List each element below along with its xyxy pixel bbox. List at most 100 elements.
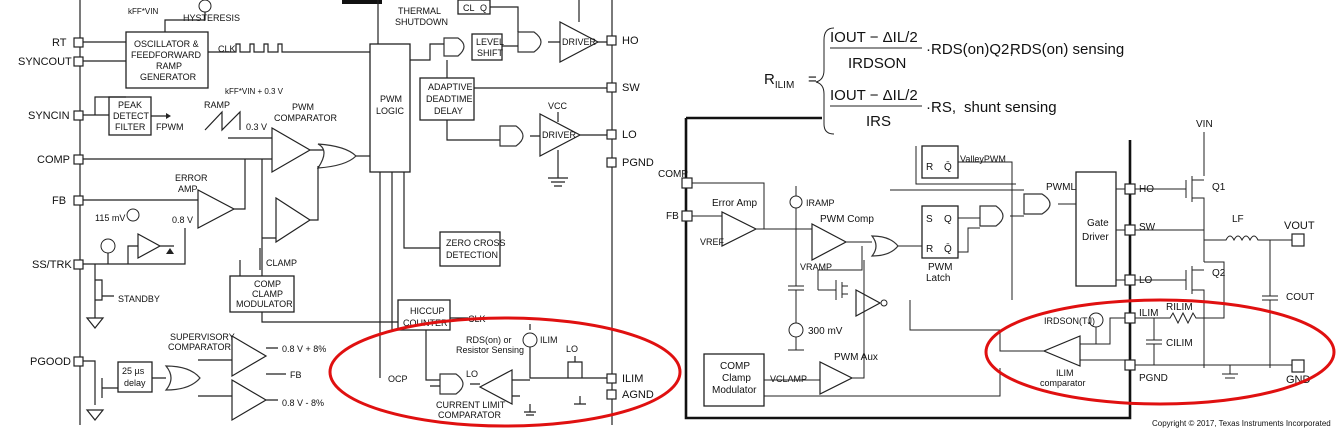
r-pwm-latch xyxy=(921,205,959,259)
ocp-label: OCP xyxy=(388,374,408,384)
and-gate-hi-2 xyxy=(517,31,542,53)
peak-detect-block xyxy=(108,96,152,136)
pin-lo xyxy=(606,129,617,140)
rds-line-1: RDS(on) or xyxy=(466,335,512,345)
eq-label-1: RDS(on) sensing xyxy=(1010,41,1124,58)
pwm-logic-wires xyxy=(377,0,440,378)
v08-label: 0.8 V xyxy=(172,215,193,225)
v115-source-icon xyxy=(126,208,140,222)
r-valley-latch xyxy=(921,145,959,179)
r-ilim-comp-line-2: comparator xyxy=(1040,378,1086,388)
r-reset-fet xyxy=(817,246,863,300)
lo2-label: LO xyxy=(566,344,578,354)
r-iramp-source-icon xyxy=(789,195,803,209)
r-comp-label: COMP xyxy=(658,169,688,180)
oscillator-block xyxy=(125,31,209,89)
r-or-gate xyxy=(870,235,899,257)
q-label: Q xyxy=(480,3,487,13)
r-gnd-wires xyxy=(1135,364,1292,379)
r-and-gate-1 xyxy=(979,205,1004,227)
r-copyright: Copyright © 2017, Texas Instruments Inco… xyxy=(1152,419,1331,428)
driver-lo xyxy=(539,113,582,157)
r-pin-vout xyxy=(1291,233,1305,247)
and-gate-lo xyxy=(499,125,524,147)
clc-wires xyxy=(430,379,586,416)
r-pin-gnd xyxy=(1291,359,1305,373)
r-ilim-wires xyxy=(909,300,1125,361)
zero-cross-block xyxy=(439,231,501,267)
r-error-amp-label: Error Amp xyxy=(712,198,757,209)
r-and-gate-2 xyxy=(1023,193,1051,215)
osc-line-1: OSCILLATOR & xyxy=(134,39,199,49)
hi-wires xyxy=(410,0,607,61)
pin-fb xyxy=(73,195,84,206)
left-pins: RT SYNCOUT SYNCIN COMP FB SS/TRK PGOOD xyxy=(18,37,84,368)
eq-equals: = xyxy=(808,71,817,88)
fb-sup-label: FB xyxy=(290,370,302,380)
pwm-logic-block xyxy=(369,43,411,173)
clamp-wires xyxy=(259,159,319,276)
or-gate-sup xyxy=(164,365,201,391)
pgood-ground-icon xyxy=(85,409,105,421)
r-ilim-comparator xyxy=(1042,335,1081,367)
pwm-logic-line-1: PWM xyxy=(380,94,402,104)
r-q2 xyxy=(1135,229,1205,368)
ilim-label: ILIM xyxy=(540,335,558,345)
pin-pgnd-label: PGND xyxy=(622,157,654,169)
peak-line-1: PEAK xyxy=(118,100,142,110)
r-comp-clamp-block xyxy=(703,353,765,407)
r-irdson-label: IRDSON(TJ) xyxy=(1044,316,1095,326)
r-vout-label: VOUT xyxy=(1284,220,1315,232)
r-latch-q: Q xyxy=(944,214,952,225)
thermal-label-2: SHUTDOWN xyxy=(395,17,448,27)
hysteresis-label: HYSTERESIS xyxy=(183,13,240,23)
r-300mv-source-icon xyxy=(788,322,804,338)
rds-line-2: Resistor Sensing xyxy=(456,345,524,355)
pin-agnd xyxy=(606,389,617,400)
pin-syncout-label: SYNCOUT xyxy=(18,56,72,68)
r-vlatch-r: R xyxy=(926,162,933,173)
osc-line-3: RAMP xyxy=(156,61,182,71)
peak-line-3: FILTER xyxy=(115,122,146,132)
clamp-amplifier xyxy=(275,196,312,244)
r-vref-label: VREF xyxy=(700,237,725,247)
r-vlatch-qbar: Q̄ xyxy=(944,160,952,173)
r-pwm-aux-label: PWM Aux xyxy=(834,352,878,363)
r-gate-driver-block xyxy=(1075,171,1117,287)
r-cout-label: COUT xyxy=(1286,292,1314,303)
r-latch-r: R xyxy=(926,244,933,255)
ramp-icon xyxy=(204,110,241,132)
left-ic-outline xyxy=(79,0,613,425)
r-300mv-label: 300 mV xyxy=(808,326,843,337)
r-vramp-label: VRAMP xyxy=(800,262,832,272)
eq-den-2: IRS xyxy=(866,113,891,130)
r-gnd-label: GND xyxy=(1286,374,1311,386)
r-iramp-label: IRAMP xyxy=(806,198,835,208)
r-vclamp-label: VCLAMP xyxy=(770,374,807,384)
clk-wire xyxy=(208,43,370,53)
pin-ilim-label: ILIM xyxy=(622,373,643,385)
osc-wires xyxy=(83,12,206,62)
pin-comp xyxy=(73,154,84,165)
r-gd-line-1: Gate xyxy=(1087,218,1109,229)
pin-sstrk-label: SS/TRK xyxy=(32,259,72,271)
r-ilim-label: ILIM xyxy=(1139,308,1158,319)
r-pin-lo xyxy=(1124,274,1136,286)
ss-current-source-icon xyxy=(100,238,116,254)
v115-label: 115 mV xyxy=(95,213,125,223)
r-sw-label: SW xyxy=(1139,222,1156,233)
cc-wires xyxy=(239,260,398,323)
pin-fb-label: FB xyxy=(52,195,66,207)
pin-rt-label: RT xyxy=(52,37,67,49)
pin-syncin-label: SYNCIN xyxy=(28,110,70,122)
or-gate xyxy=(316,143,357,169)
r-pwm-comparator xyxy=(811,223,848,261)
pin-comp-label: COMP xyxy=(37,154,70,166)
pin-rt xyxy=(73,37,84,48)
cc-line-2: CLAMP xyxy=(252,289,283,299)
sup-wires xyxy=(198,347,286,401)
r-latch-qbar: Q̄ xyxy=(944,242,952,255)
driver-lo-label: DRIVER xyxy=(542,130,577,140)
r-gd-line-2: Driver xyxy=(1082,232,1109,243)
highlight-ellipse-left xyxy=(328,316,682,428)
